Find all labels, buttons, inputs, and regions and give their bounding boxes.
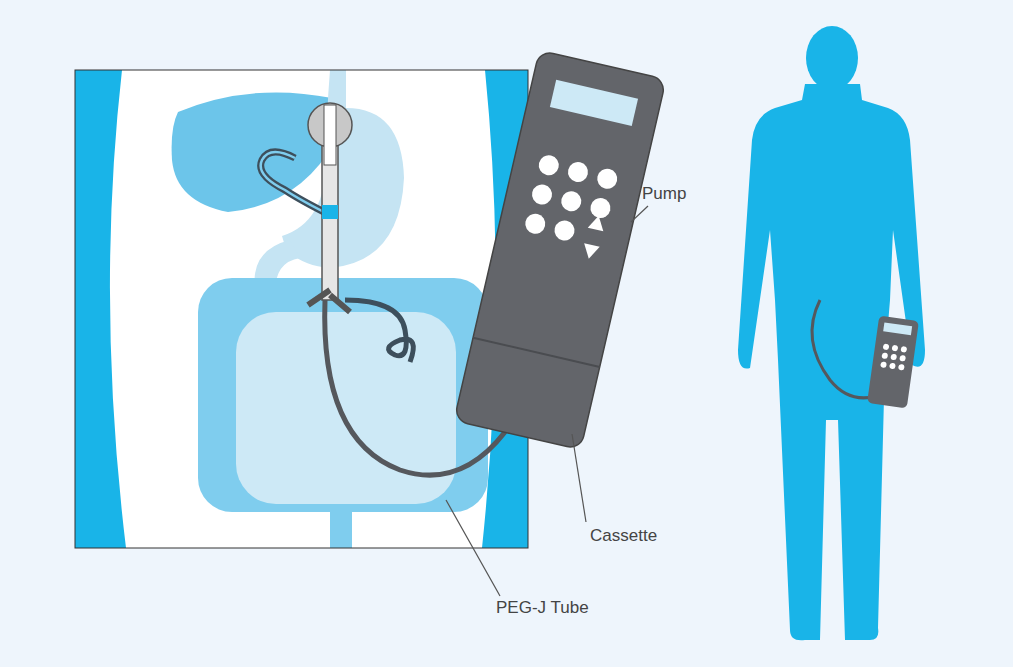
- part-label: PEG-J Tube: [496, 598, 589, 618]
- part-label: Pump: [642, 184, 686, 204]
- pump: [454, 50, 666, 450]
- part-label: Cassette: [590, 526, 657, 546]
- human-figure: [738, 26, 925, 640]
- abdomen-panel: [75, 70, 528, 548]
